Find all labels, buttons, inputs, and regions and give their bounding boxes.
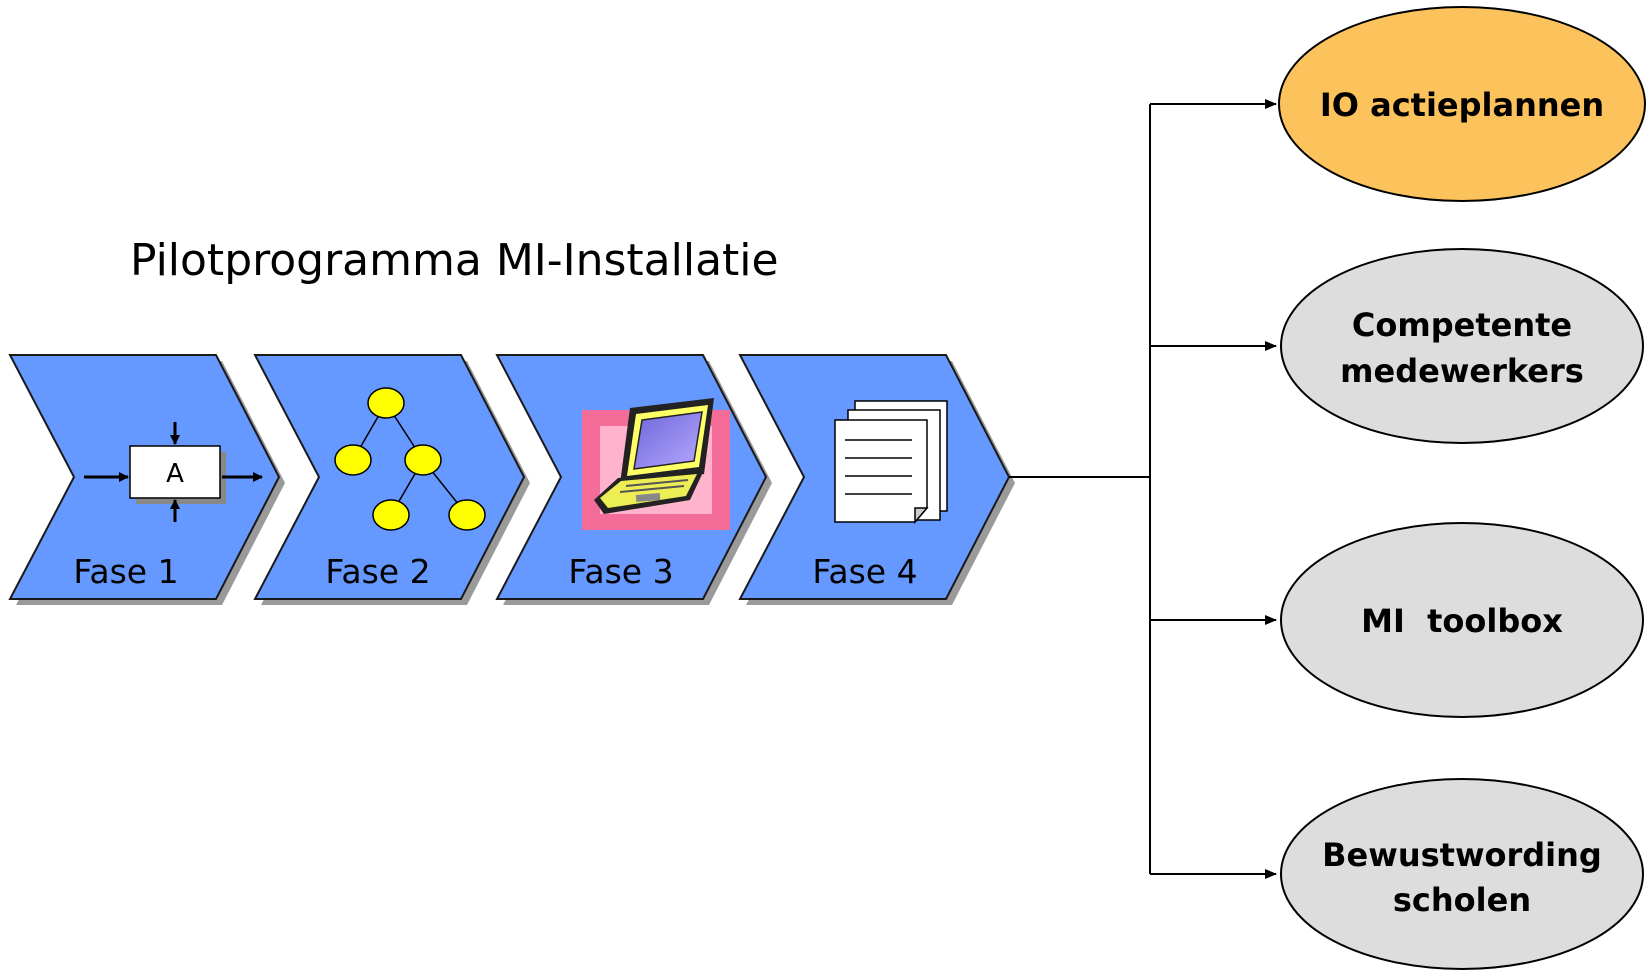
outcome-2-ellipse bbox=[1280, 248, 1644, 444]
diagram-title: Pilotprogramma MI-Installatie bbox=[130, 235, 779, 286]
outcome-io-actieplannen: IO actieplannen bbox=[1278, 6, 1646, 202]
documents-icon bbox=[834, 400, 948, 525]
outcomes: IO actieplannen Competente medewerkers M… bbox=[1278, 6, 1646, 970]
phase-2-chevron bbox=[253, 354, 526, 600]
phase-1: A Fase 1 bbox=[8, 354, 285, 605]
phase-2: Fase 2 bbox=[253, 354, 530, 605]
process-box-icon: A bbox=[84, 422, 263, 522]
phase-4-label: Fase 4 bbox=[812, 552, 917, 591]
connectors bbox=[1009, 99, 1277, 879]
outcome-1-label: IO actieplannen bbox=[1320, 86, 1604, 124]
outcome-3-ellipse bbox=[1280, 522, 1644, 718]
outcome-2-label-line-1: Competente bbox=[1352, 306, 1572, 344]
phase-3: Fase 3 bbox=[495, 354, 772, 605]
process-box-letter: A bbox=[166, 459, 184, 489]
phase-4: Fase 4 bbox=[738, 354, 1015, 605]
outcome-4-label-line-1: Bewustwording bbox=[1322, 836, 1602, 874]
phase-1-label: Fase 1 bbox=[73, 552, 178, 591]
outcome-4-ellipse bbox=[1280, 778, 1644, 970]
outcome-mi-toolbox: MI toolbox bbox=[1280, 522, 1644, 718]
outcome-3-label: MI toolbox bbox=[1361, 602, 1563, 640]
tree-hierarchy-icon bbox=[334, 387, 486, 531]
phase-3-label: Fase 3 bbox=[568, 552, 673, 591]
outcome-competente-medewerkers: Competente medewerkers bbox=[1280, 248, 1644, 444]
outcome-bewustwording-scholen: Bewustwording scholen bbox=[1280, 778, 1644, 970]
phase-2-label: Fase 2 bbox=[325, 552, 430, 591]
outcome-2-label-line-2: medewerkers bbox=[1340, 352, 1584, 390]
phase-chevrons: A Fase 1 Fase 2 bbox=[8, 354, 1015, 605]
outcome-1-ellipse bbox=[1278, 6, 1646, 202]
outcome-4-label-line-2: scholen bbox=[1393, 881, 1531, 919]
laptop-icon bbox=[582, 398, 730, 530]
